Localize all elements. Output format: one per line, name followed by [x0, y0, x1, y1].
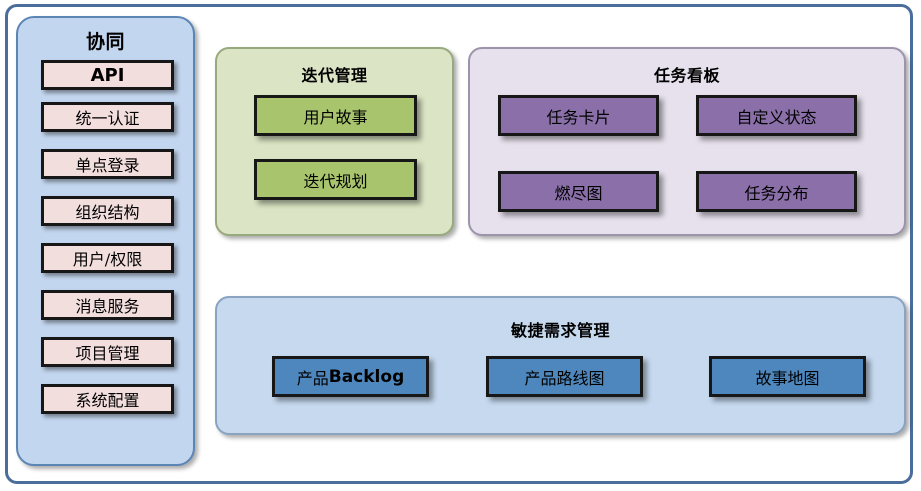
- taskboard-item-task-distribution[interactable]: 任务分布: [696, 171, 857, 212]
- iteration-item-iteration-plan[interactable]: 迭代规划: [254, 159, 417, 200]
- panel-task-board[interactable]: 任务看板 任务卡片 自定义状态 燃尽图 任务分布: [468, 47, 906, 236]
- panel-collaboration[interactable]: 协同 API 统一认证 单点登录 组织结构 用户/权限 消息服务 项目管理 系统…: [16, 16, 195, 466]
- panel-task-board-title: 任务看板: [653, 66, 720, 85]
- agile-item-product-roadmap[interactable]: 产品路线图: [486, 356, 643, 397]
- sidebar-item-sso[interactable]: 单点登录: [41, 149, 174, 179]
- sidebar-item-api[interactable]: API: [41, 60, 174, 90]
- taskboard-item-custom-status[interactable]: 自定义状态: [696, 95, 857, 136]
- iteration-item-user-story[interactable]: 用户故事: [254, 95, 417, 136]
- sidebar-item-project-mgmt[interactable]: 项目管理: [41, 337, 174, 367]
- taskboard-item-task-card[interactable]: 任务卡片: [498, 95, 659, 136]
- sidebar-item-user-permission[interactable]: 用户/权限: [41, 243, 174, 273]
- panel-agile-title: 敏捷需求管理: [510, 321, 610, 340]
- agile-item-product-backlog-suffix: Backlog: [328, 366, 405, 387]
- sidebar-item-org-structure[interactable]: 组织结构: [41, 196, 174, 226]
- taskboard-item-burndown-chart[interactable]: 燃尽图: [498, 171, 659, 212]
- panel-collaboration-title: 协同: [85, 31, 125, 53]
- panel-iteration-management[interactable]: 迭代管理 用户故事 迭代规划: [215, 47, 454, 236]
- sidebar-item-system-config[interactable]: 系统配置: [41, 384, 174, 414]
- panel-iteration-title: 迭代管理: [301, 66, 368, 85]
- sidebar-item-message-service[interactable]: 消息服务: [41, 290, 174, 320]
- agile-item-product-backlog-prefix: 产品: [296, 368, 329, 388]
- sidebar-item-unified-auth[interactable]: 统一认证: [41, 102, 174, 132]
- agile-item-story-map[interactable]: 故事地图: [709, 356, 866, 397]
